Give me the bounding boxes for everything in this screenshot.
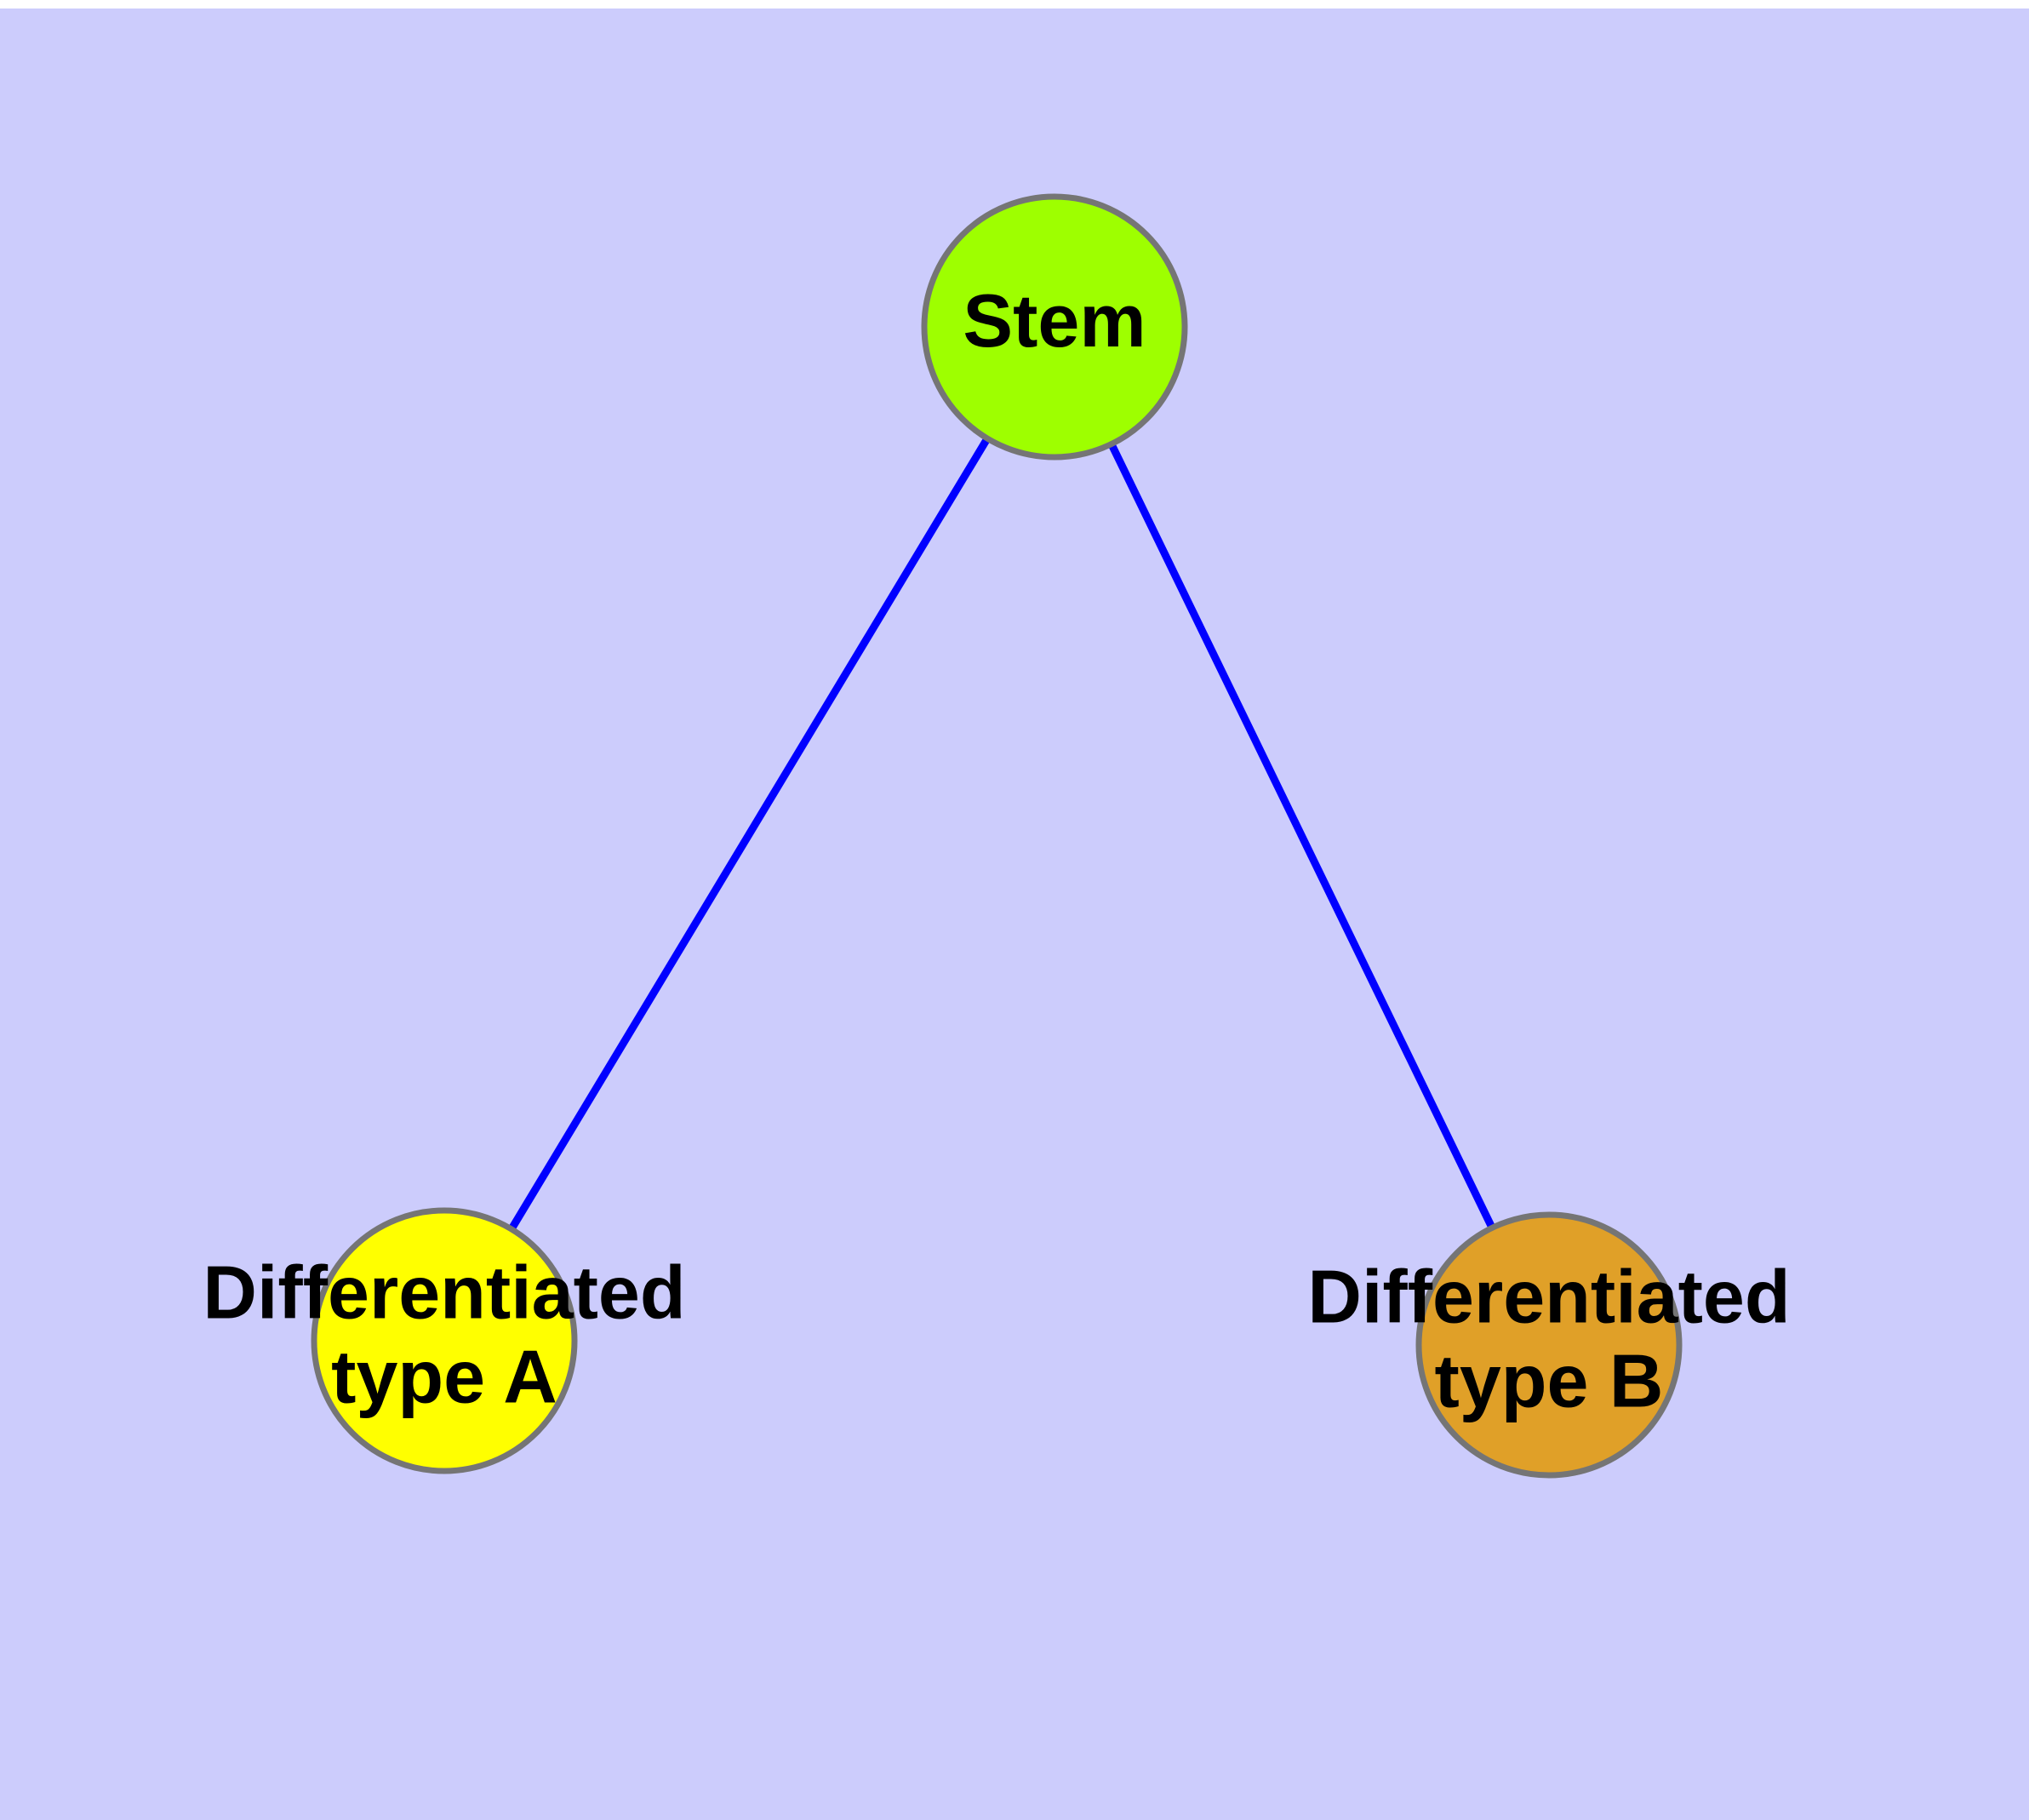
graph-node-label-stem: Stem bbox=[963, 278, 1146, 363]
graph-node-label-line: type A bbox=[331, 1335, 557, 1419]
graph-node-label-line: type B bbox=[1435, 1339, 1664, 1423]
graph-node-label-line: Stem bbox=[963, 278, 1146, 363]
graph-node-diff_b[interactable] bbox=[1415, 1211, 1683, 1479]
graph-node-stem[interactable] bbox=[921, 193, 1188, 461]
graph-edge[interactable] bbox=[1050, 325, 1553, 1347]
graph-node-label-line: Differentiated bbox=[203, 1251, 685, 1335]
graph-node-diff_a[interactable] bbox=[311, 1207, 578, 1474]
graph-edge[interactable] bbox=[441, 324, 1058, 1343]
edges-layer bbox=[441, 324, 1553, 1347]
nodes-layer bbox=[311, 193, 1683, 1479]
graph-node-label-line: Differentiated bbox=[1307, 1255, 1790, 1339]
